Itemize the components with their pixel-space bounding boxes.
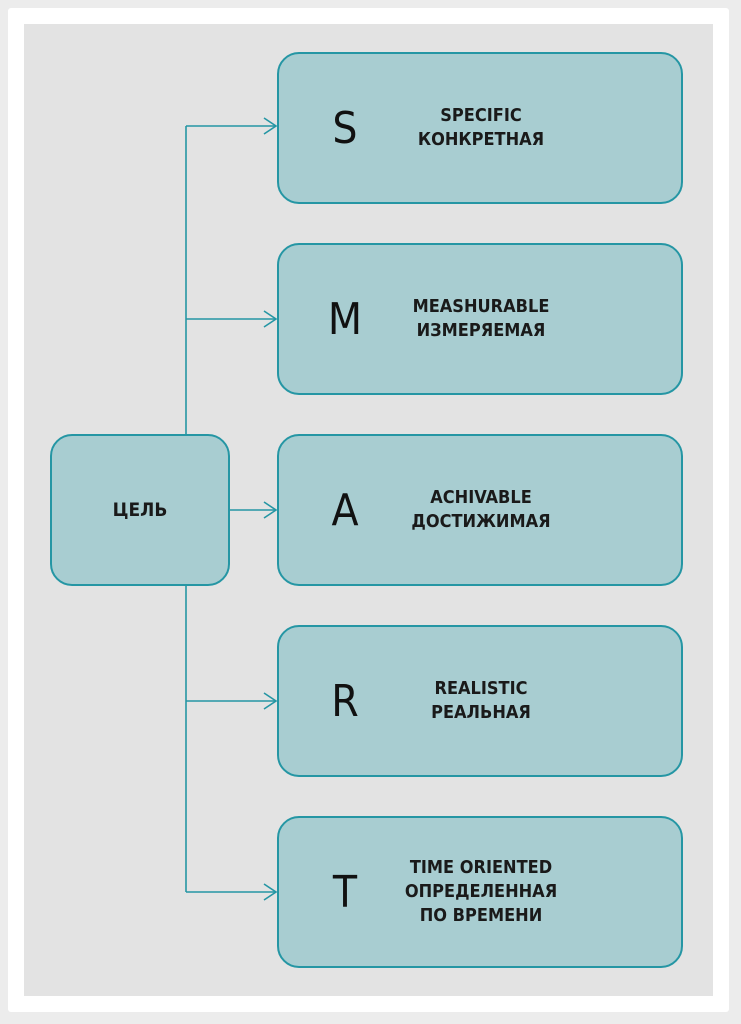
item-line-russian: КОНКРЕТНАЯ xyxy=(417,129,545,150)
smart-item-achievable: A ACHIVABLE ДОСТИЖИМАЯ xyxy=(277,434,683,586)
item-line-english: REALISTIC xyxy=(434,678,528,699)
item-letter: A xyxy=(331,484,359,536)
smart-item-specific: S SPECIFIC КОНКРЕТНАЯ xyxy=(277,52,683,204)
item-letter: M xyxy=(327,293,363,345)
item-text: ACHIVABLE ДОСТИЖИМАЯ xyxy=(411,436,551,584)
item-line-english: MEASHURABLE xyxy=(412,296,550,317)
arrowhead-t xyxy=(263,883,278,901)
item-line-russian: ИЗМЕРЯЕМАЯ xyxy=(416,320,546,341)
goal-box: ЦЕЛЬ xyxy=(50,434,230,586)
item-line-english: ACHIVABLE xyxy=(430,487,532,508)
item-text: SPECIFIC КОНКРЕТНАЯ xyxy=(411,54,551,202)
item-line-russian: РЕАЛЬНАЯ xyxy=(431,702,531,723)
arrowhead-a xyxy=(263,501,278,519)
smart-item-time-oriented: T TIME ORIENTED ОПРЕДЕЛЕННАЯ ПО ВРЕМЕНИ xyxy=(277,816,683,968)
item-text: TIME ORIENTED ОПРЕДЕЛЕННАЯ ПО ВРЕМЕНИ xyxy=(405,818,557,966)
item-line-russian-2: ПО ВРЕМЕНИ xyxy=(419,905,543,926)
item-letter: R xyxy=(331,675,359,727)
goal-label: ЦЕЛЬ xyxy=(112,499,168,521)
item-line-russian: ОПРЕДЕЛЕННАЯ xyxy=(404,881,558,902)
item-line-english: TIME ORIENTED xyxy=(409,857,553,878)
item-text: MEASHURABLE ИЗМЕРЯЕМАЯ xyxy=(411,245,551,393)
item-letter: T xyxy=(332,866,358,918)
item-line-english: SPECIFIC xyxy=(440,105,522,126)
item-text: REALISTIC РЕАЛЬНАЯ xyxy=(411,627,551,775)
arrowhead-m xyxy=(263,310,278,328)
arrowhead-r xyxy=(263,692,278,710)
smart-item-measurable: M MEASHURABLE ИЗМЕРЯЕМАЯ xyxy=(277,243,683,395)
item-letter: S xyxy=(332,102,358,154)
item-line-russian: ДОСТИЖИМАЯ xyxy=(411,511,551,532)
smart-item-realistic: R REALISTIC РЕАЛЬНАЯ xyxy=(277,625,683,777)
arrowhead-s xyxy=(263,117,278,135)
